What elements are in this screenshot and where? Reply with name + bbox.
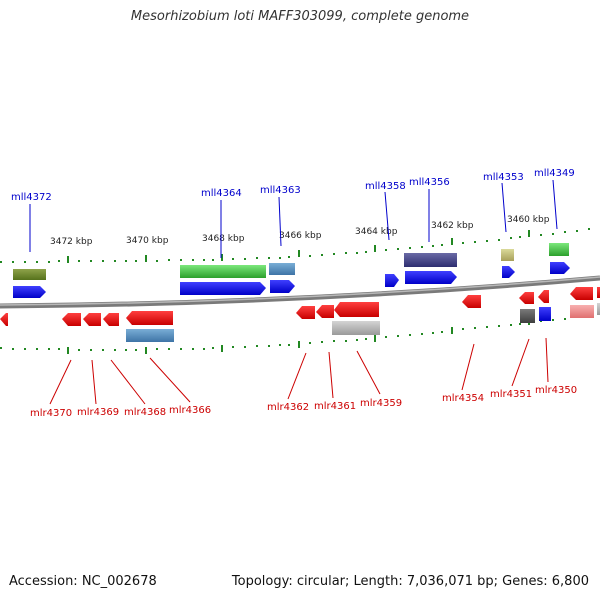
gene-feature[interactable] xyxy=(126,329,174,342)
kbp-label: 3468 kbp xyxy=(202,234,245,244)
gene-label[interactable]: mlr4354 xyxy=(442,393,484,404)
kbp-label: 3470 kbp xyxy=(126,236,169,246)
kbp-label: 3472 kbp xyxy=(50,237,93,247)
kbp-label: 3464 kbp xyxy=(355,227,398,237)
gene-label[interactable]: mlr4370 xyxy=(30,408,72,419)
gene-arrow[interactable] xyxy=(296,306,315,319)
gene-feature[interactable] xyxy=(501,249,514,261)
gene-label[interactable]: mlr4366 xyxy=(169,405,211,416)
gene-feature[interactable] xyxy=(332,321,380,335)
gene-feature[interactable] xyxy=(597,303,600,315)
gene-arrow[interactable] xyxy=(385,274,399,287)
accession-text: Accession: NC_002678 xyxy=(9,574,157,589)
gene-arrow[interactable] xyxy=(83,313,101,326)
genome-backbone-highlight xyxy=(0,276,600,306)
gene-label[interactable]: mlr4359 xyxy=(360,398,402,409)
gene-label[interactable]: mlr4350 xyxy=(535,385,577,396)
gene-label[interactable]: mlr4351 xyxy=(490,389,532,400)
gene-arrow[interactable] xyxy=(519,292,534,304)
gene-label[interactable]: mll4358 xyxy=(365,181,406,192)
gene-label[interactable]: mlr4368 xyxy=(124,407,166,418)
gene-arrow[interactable] xyxy=(502,266,515,278)
gene-arrow[interactable] xyxy=(462,295,481,308)
genome-summary-text: Topology: circular; Length: 7,036,071 bp… xyxy=(231,574,589,589)
bottom-gene-label-text: mlr4370 mlr4369 mlr4368 mlr4366 mlr4362 … xyxy=(30,385,577,419)
gene-label[interactable]: mll4356 xyxy=(409,177,450,188)
gene-arrow[interactable] xyxy=(405,271,457,284)
top-gene-labels xyxy=(29,179,558,258)
gene-feature[interactable] xyxy=(13,269,46,280)
gene-label[interactable]: mll4353 xyxy=(483,172,524,183)
kbp-label: 3462 kbp xyxy=(431,221,474,231)
gene-arrow[interactable] xyxy=(180,282,266,295)
gene-arrow[interactable] xyxy=(270,280,295,293)
gene-arrow[interactable] xyxy=(0,313,8,326)
tick-row-top xyxy=(0,228,590,263)
gene-label[interactable]: mll4364 xyxy=(201,188,242,199)
gene-label[interactable]: mll4363 xyxy=(260,185,301,196)
gene-arrow[interactable] xyxy=(597,287,600,298)
gene-label[interactable]: mlr4362 xyxy=(267,402,309,413)
gene-feature[interactable] xyxy=(570,305,594,318)
gene-arrow[interactable] xyxy=(62,313,81,326)
gene-arrow[interactable] xyxy=(13,286,46,298)
gene-feature[interactable] xyxy=(520,309,535,323)
gene-label[interactable]: mll4372 xyxy=(11,192,52,203)
tick-row-bottom xyxy=(0,315,590,354)
kbp-label: 3460 kbp xyxy=(507,215,550,225)
genome-backbone xyxy=(0,275,600,309)
gene-arrow[interactable] xyxy=(570,287,593,300)
forward-strand-genes xyxy=(13,243,570,298)
gene-label[interactable]: mlr4361 xyxy=(314,401,356,412)
gene-feature[interactable] xyxy=(180,265,266,278)
gene-feature[interactable] xyxy=(269,263,295,275)
bottom-gene-labels xyxy=(49,337,549,405)
genome-title: Mesorhizobium loti MAFF303099, complete … xyxy=(130,9,470,24)
gene-feature[interactable] xyxy=(539,307,551,321)
kbp-label: 3466 kbp xyxy=(279,231,322,241)
gene-feature[interactable] xyxy=(404,253,457,267)
top-gene-label-text: mll4372 mll4364 mll4363 mll4358 mll4356 … xyxy=(11,168,575,203)
gene-arrow[interactable] xyxy=(550,262,570,274)
reverse-strand-genes xyxy=(0,287,600,342)
gene-feature[interactable] xyxy=(549,243,569,256)
gene-label[interactable]: mll4349 xyxy=(534,168,575,179)
gene-arrow[interactable] xyxy=(316,305,334,318)
gene-arrow[interactable] xyxy=(103,313,119,326)
gene-label[interactable]: mlr4369 xyxy=(77,407,119,418)
gene-arrow[interactable] xyxy=(538,290,549,303)
kbp-scale: 3472 kbp 3470 kbp 3468 kbp 3466 kbp 3464… xyxy=(50,215,550,247)
gene-arrow[interactable] xyxy=(126,311,173,325)
gene-arrow[interactable] xyxy=(334,302,379,317)
